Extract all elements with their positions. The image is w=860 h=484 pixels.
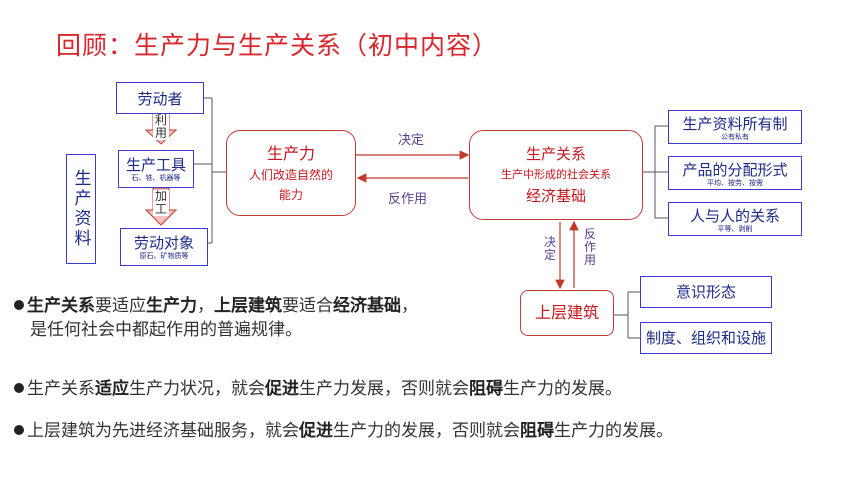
bullet-icon (14, 300, 24, 310)
reacts-label: 反作用 (388, 192, 428, 207)
economic-base-label: 经济基础 (525, 187, 586, 205)
right-bracket (641, 125, 668, 219)
reacts-up-label: 反 作 用 (583, 228, 597, 267)
superstructure-label: 上层建筑 (534, 303, 599, 322)
paragraph-2-text: 生产关系适应生产力状况，就会促进生产力发展，否则就会阻碍生产力的发展。 (27, 379, 622, 399)
productivity-desc-2: 能力 (278, 188, 303, 202)
emphasis-text: 生产关系 (27, 296, 95, 316)
paragraph-3: 上层建筑为先进经济基础服务，就会促进生产力的发展，否则就会阻碍生产力的发展。 (14, 419, 673, 443)
interpersonal-sub: 平等、剥削 (717, 225, 753, 233)
body-text: 生产力的发展。 (503, 379, 622, 399)
bullet-icon (14, 425, 24, 435)
body-text: ， (401, 296, 418, 316)
ideology-label: 意识形态 (675, 283, 736, 301)
emphasis-text: 阻碍 (469, 379, 503, 399)
body-text: 生产力状况，就会 (129, 379, 265, 399)
decides-down-label: 决 定 (543, 236, 557, 262)
body-text: ， (197, 296, 214, 316)
process-tag-char: 工 (154, 202, 167, 216)
relations-desc: 生产中形成的社会关系 (501, 168, 611, 181)
bullet-icon (14, 383, 24, 393)
use-tag-char: 利 (154, 113, 167, 127)
use-tag: 利 用 (153, 114, 169, 140)
super-bracket (614, 291, 640, 339)
decides-down-char: 定 (543, 248, 556, 262)
distribution-label: 产品的分配形式 (682, 161, 788, 179)
body-text: 生产关系 (27, 379, 95, 399)
paragraph-3-text: 上层建筑为先进经济基础服务，就会促进生产力的发展，否则就会阻碍生产力的发展。 (27, 421, 673, 441)
reacts-up-char: 用 (583, 253, 596, 267)
ownership-box: 生产资料所有制 公有私有 (668, 110, 802, 144)
emphasis-text: 促进 (265, 379, 299, 399)
paragraph-2: 生产关系适应生产力状况，就会促进生产力发展，否则就会阻碍生产力的发展。 (14, 377, 622, 401)
distribution-sub: 平均、按劳、按需 (707, 179, 763, 187)
productivity-title: 生产力 (266, 144, 315, 163)
body-text: 上层建筑为先进经济基础服务，就会 (27, 421, 299, 441)
tools-sub: 石、铁、机器等 (131, 174, 181, 182)
ownership-label: 生产资料所有制 (682, 115, 788, 133)
distribution-box: 产品的分配形式 平均、按劳、按需 (668, 156, 802, 190)
page-title: 回顾：生产力与生产关系（初中内容） (56, 31, 499, 60)
laborer-label: 劳动者 (137, 90, 183, 108)
tools-box: 生产工具 石、铁、机器等 (118, 150, 194, 188)
paragraph-1-line-1: 生产关系要适应生产力，上层建筑要适合经济基础， (27, 296, 418, 316)
relations-title: 生产关系 (525, 145, 586, 163)
paragraph-1: 生产关系要适应生产力，上层建筑要适合经济基础， 是任何社会中都起作用的普遍规律。 (14, 294, 418, 342)
institutions-box: 制度、组织和设施 (640, 322, 772, 354)
emphasis-text: 生产力 (146, 296, 197, 316)
institutions-label: 制度、组织和设施 (645, 329, 766, 347)
productivity-box: 生产力 人们改造自然的 能力 (226, 130, 356, 216)
use-tag-char: 用 (154, 126, 167, 140)
emphasis-text: 适应 (95, 379, 129, 399)
interpersonal-label: 人与人的关系 (689, 207, 780, 225)
process-tag: 加 工 (153, 190, 169, 216)
emphasis-text: 阻碍 (520, 421, 554, 441)
process-tag-char: 加 (154, 189, 167, 203)
decides-down-char: 决 (543, 235, 556, 249)
superstructure-box: 上层建筑 (520, 290, 614, 336)
emphasis-text: 上层建筑 (214, 296, 282, 316)
body-text: 生产力的发展，否则就会 (333, 421, 520, 441)
objects-sub: 原石、矿物质等 (139, 252, 189, 260)
means-of-production-label: 生产资料 (66, 154, 96, 264)
reacts-up-char: 反 (583, 227, 596, 241)
objects-label: 劳动对象 (133, 234, 194, 252)
body-text: 要适应 (95, 296, 146, 316)
body-text: 要适合 (282, 296, 333, 316)
relations-box: 生产关系 生产中形成的社会关系 经济基础 (469, 130, 643, 220)
left-bracket (194, 97, 226, 244)
interpersonal-box: 人与人的关系 平等、剥削 (668, 202, 802, 236)
reacts-up-char: 作 (583, 240, 596, 254)
objects-box: 劳动对象 原石、矿物质等 (120, 228, 208, 266)
body-text: 生产力发展，否则就会 (299, 379, 469, 399)
tools-label: 生产工具 (125, 156, 186, 174)
ideology-box: 意识形态 (640, 276, 772, 308)
body-text: 生产力的发展。 (554, 421, 673, 441)
emphasis-text: 促进 (299, 421, 333, 441)
decides-label: 决定 (398, 133, 425, 148)
emphasis-text: 经济基础 (333, 296, 401, 316)
paragraph-1-line-2: 是任何社会中都起作用的普遍规律。 (30, 320, 302, 340)
ownership-sub: 公有私有 (721, 133, 749, 141)
laborer-box: 劳动者 (116, 82, 204, 114)
productivity-desc-1: 人们改造自然的 (248, 168, 333, 182)
